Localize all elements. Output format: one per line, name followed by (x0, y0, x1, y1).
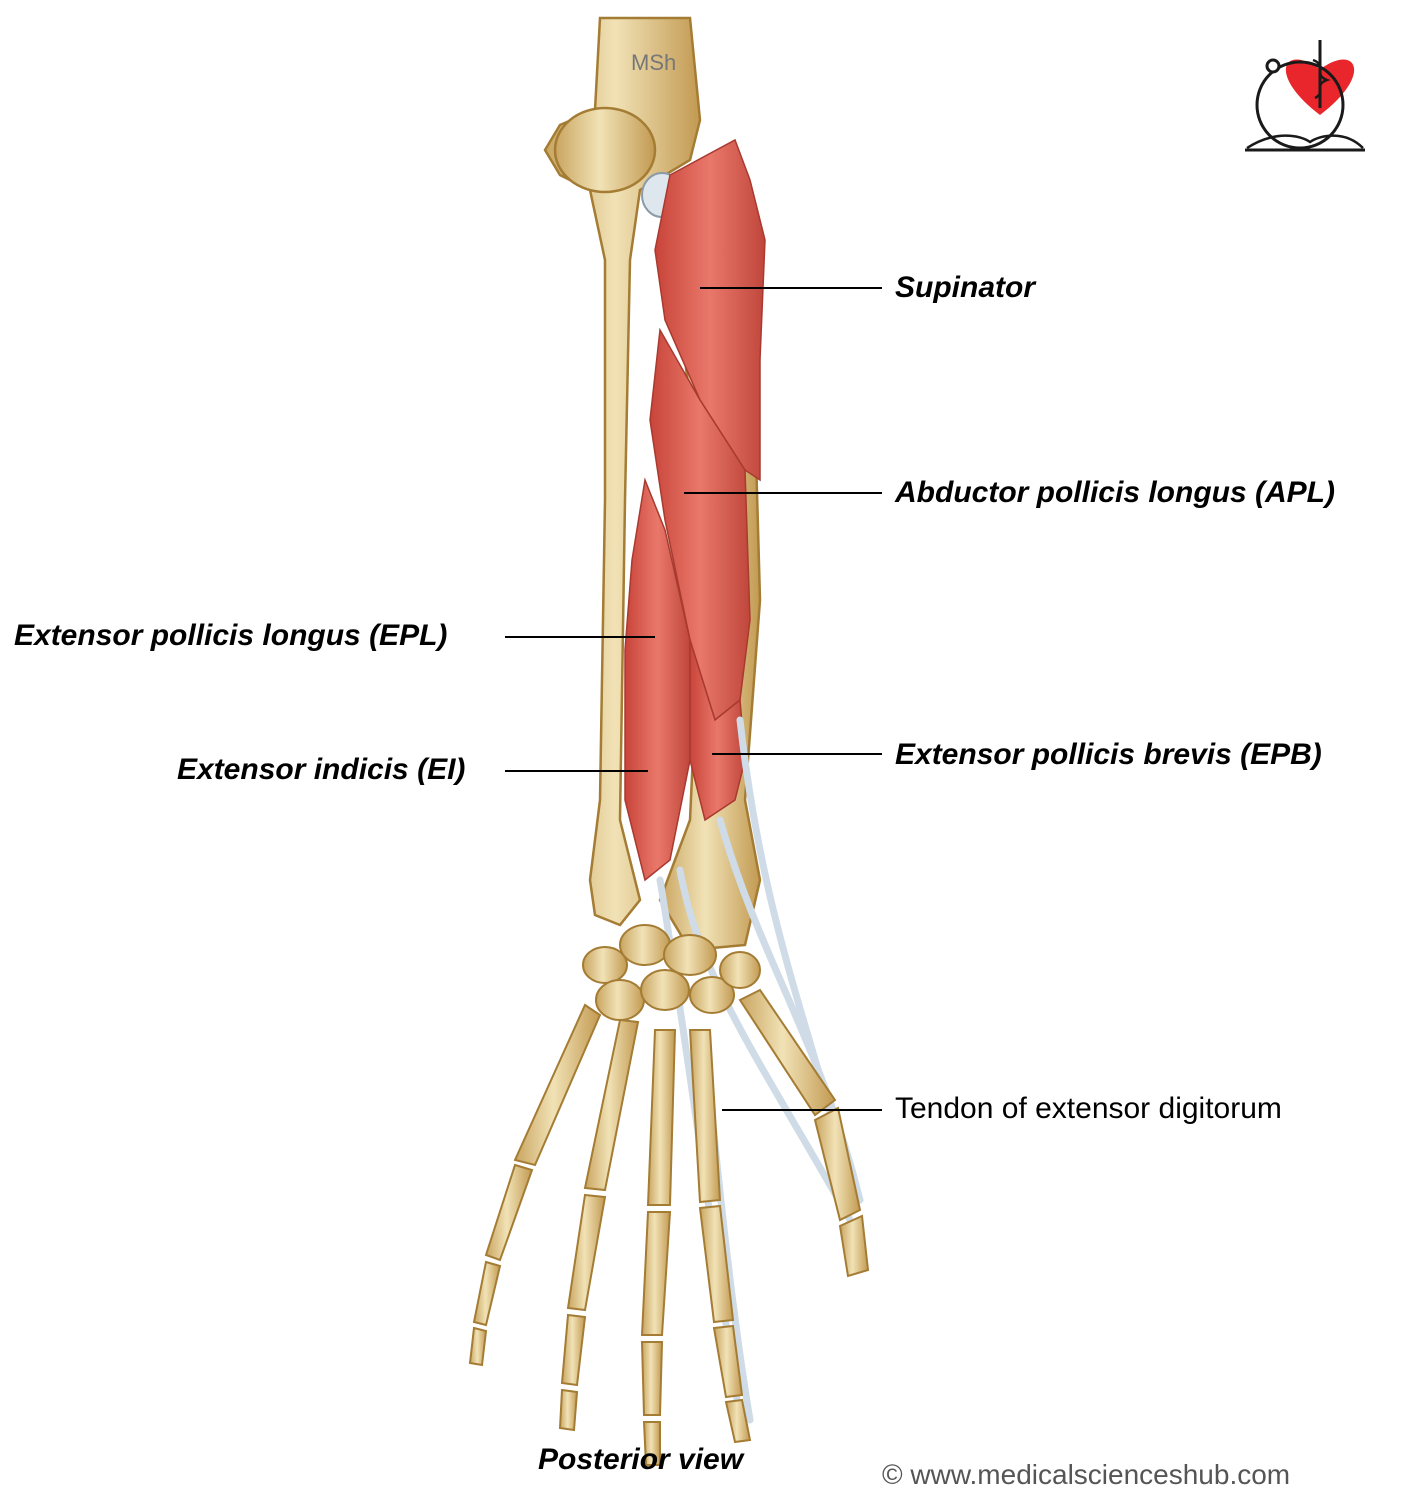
carpal-bones (582, 924, 761, 1021)
hand-bones (468, 988, 870, 1466)
label-extensor-indicis: Extensor indicis (EI) (177, 753, 466, 786)
extensor-pollicis-brevis-muscle (689, 639, 746, 822)
supinator-muscle (654, 138, 766, 482)
extensor-pollicis-longus-muscle (624, 477, 691, 882)
medical-sciences-hub-logo (1245, 40, 1365, 152)
label-extensor-pollicis-longus: Extensor pollicis longus (EPL) (14, 619, 448, 652)
label-tendon-extensor-digitorum: Tendon of extensor digitorum (895, 1092, 1282, 1125)
copyright-notice: © www.medicalscienceshub.com (882, 1459, 1291, 1490)
label-abductor-pollicis-longus: Abductor pollicis longus (APL) (895, 476, 1335, 509)
watermark-text: MSh (631, 50, 677, 75)
view-caption: Posterior view (538, 1443, 744, 1476)
label-supinator: Supinator (895, 271, 1035, 304)
ulna-bone (543, 16, 702, 927)
leader-lines (505, 287, 882, 1111)
label-extensor-pollicis-brevis: Extensor pollicis brevis (EPB) (895, 738, 1322, 771)
